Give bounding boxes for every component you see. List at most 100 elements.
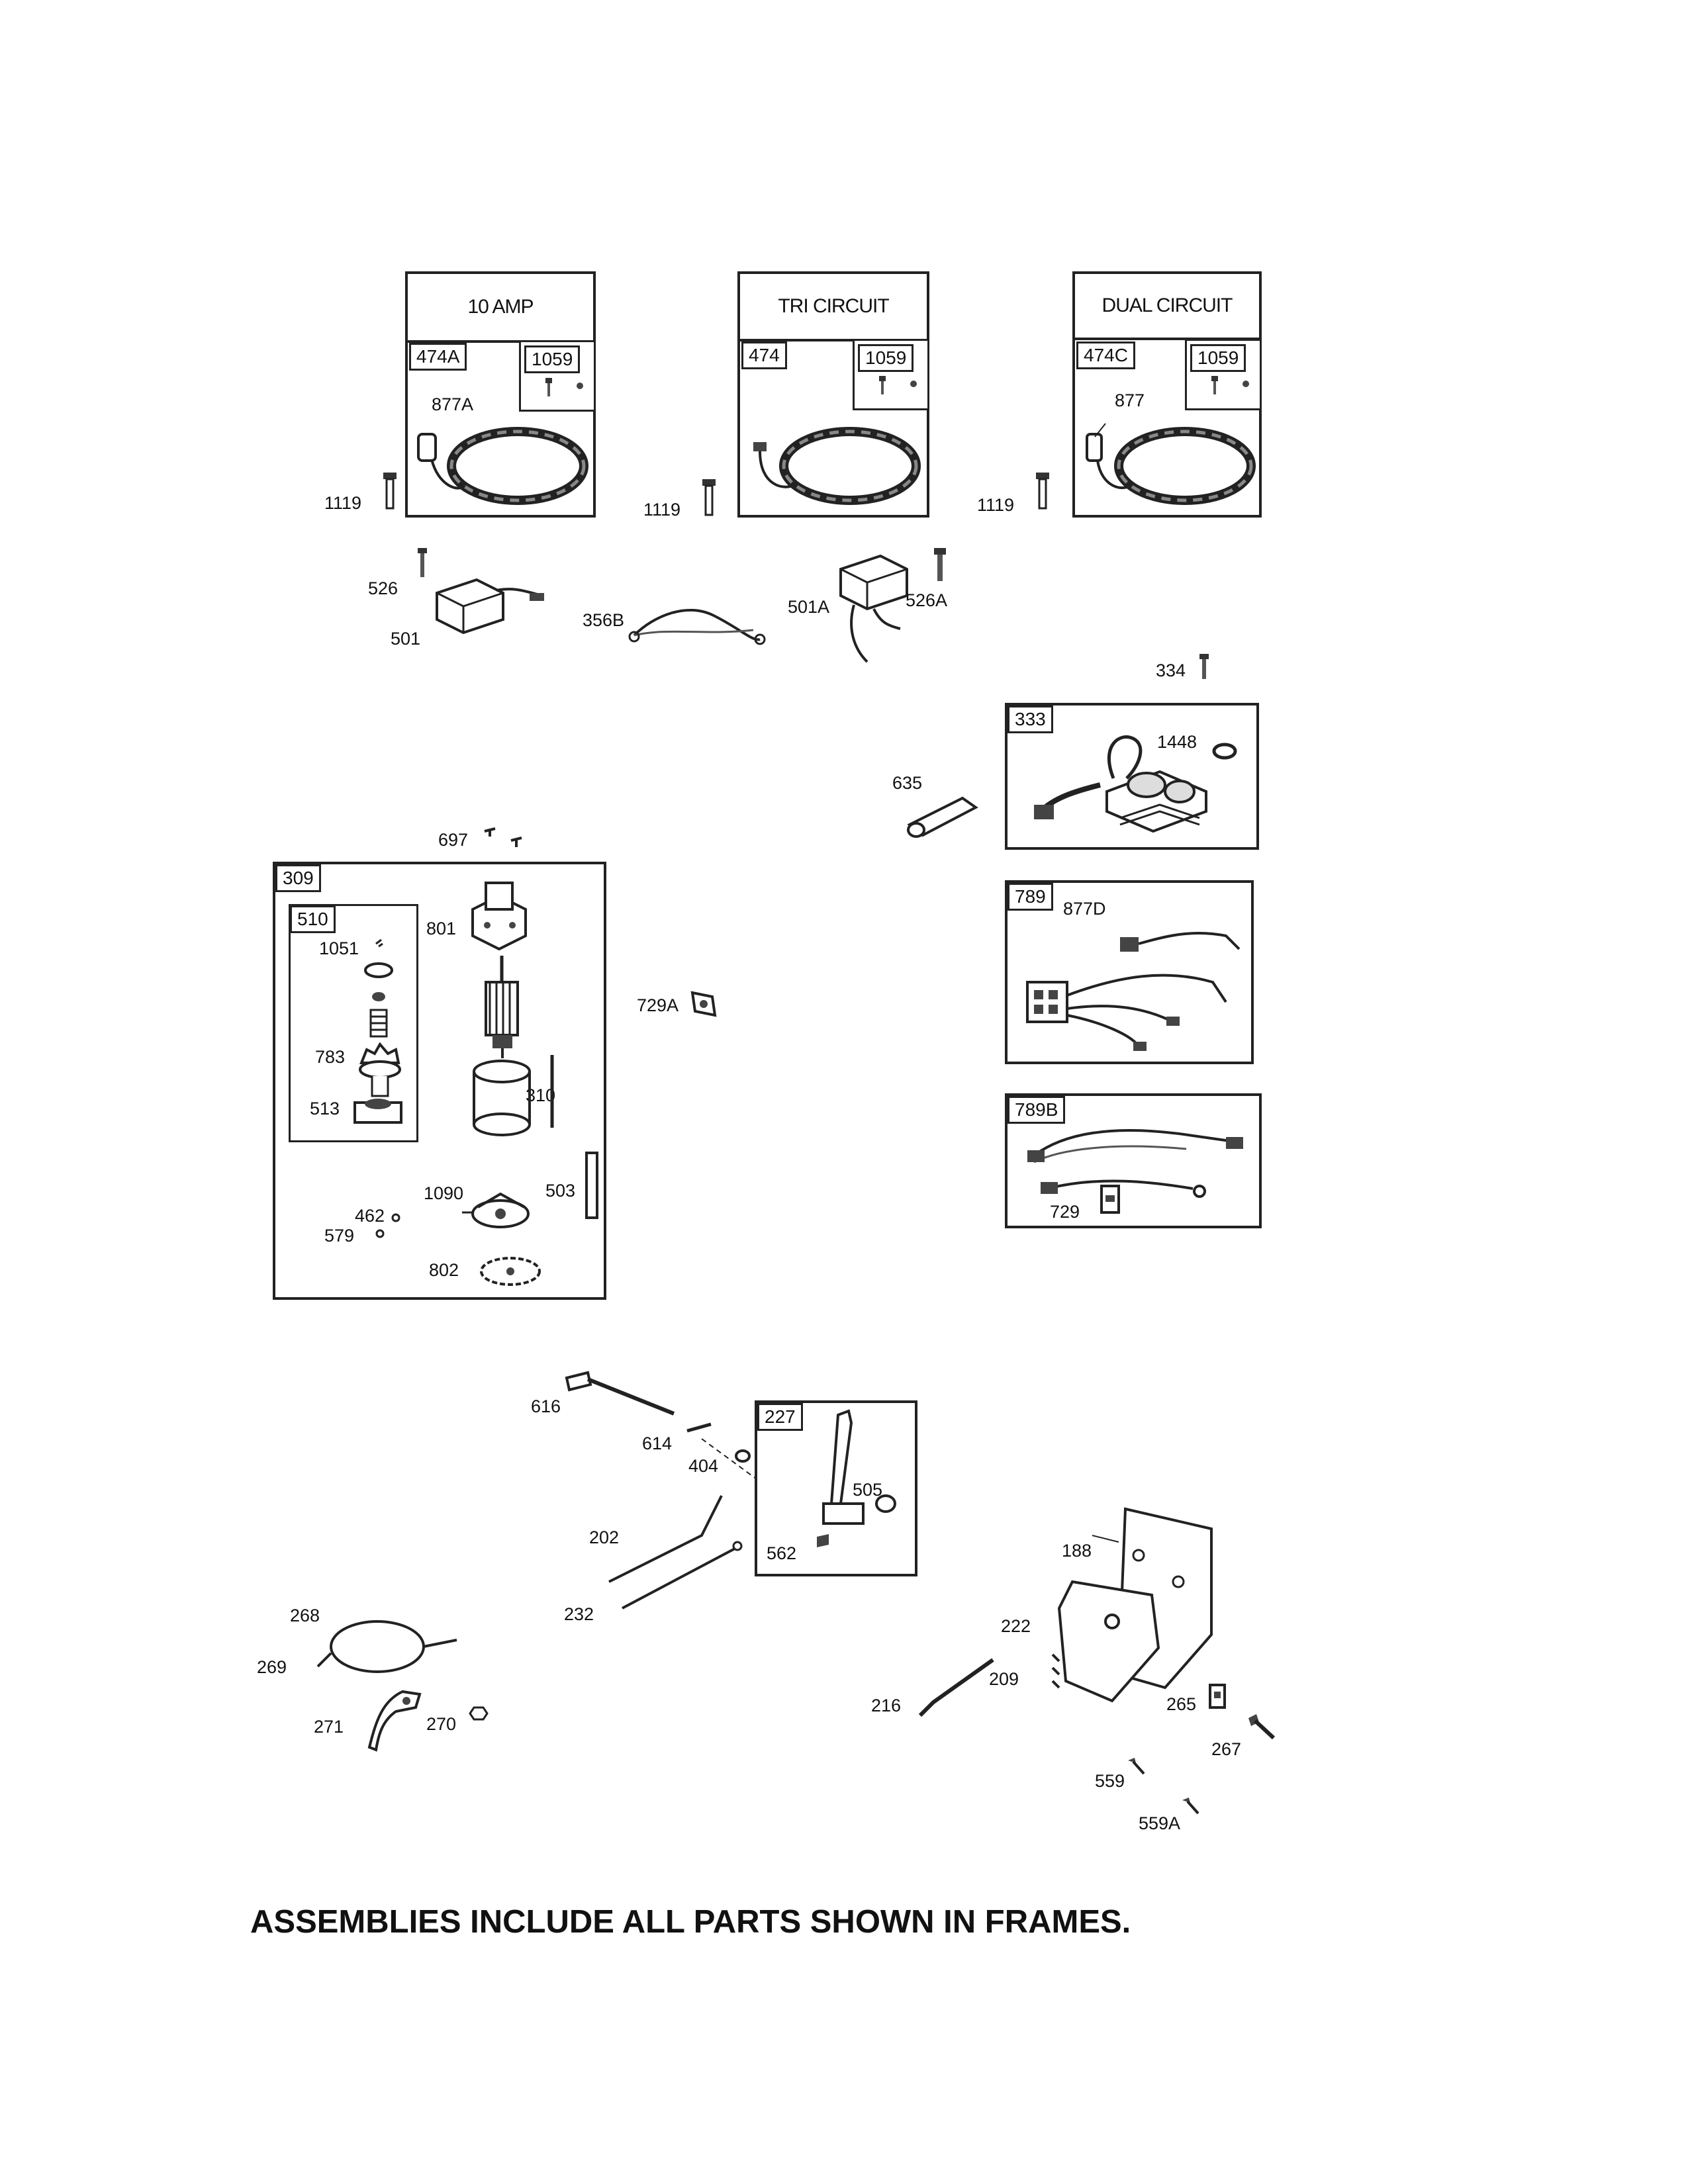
label-697: 697 (438, 830, 469, 850)
bolt-icon (1248, 1714, 1276, 1740)
brush-plate-icon (480, 1257, 541, 1286)
control-bracket-icon (1051, 1507, 1213, 1703)
label-271: 271 (314, 1717, 344, 1737)
hardware-tag: 1059 (524, 345, 581, 373)
label-269: 269 (257, 1657, 287, 1677)
washers-icon (375, 1213, 400, 1238)
label-562: 562 (767, 1543, 797, 1563)
label-1119: 1119 (977, 495, 1015, 515)
washer-label: 1448 (1157, 732, 1197, 752)
bolt-icon (383, 473, 397, 510)
drive-assembly-icon (353, 938, 402, 1124)
label-801: 801 (426, 919, 457, 938)
choke-lever-icon (367, 1690, 422, 1752)
assembly-tag: 474C (1076, 341, 1135, 369)
label-202: 202 (589, 1527, 620, 1547)
cable-icon (628, 609, 766, 645)
assembly-tag: 474A (409, 343, 467, 371)
label-503: 503 (545, 1181, 576, 1201)
stator-coil-icon (1086, 423, 1256, 505)
label-526a: 526A (906, 590, 948, 610)
bolt-icon (702, 479, 716, 516)
frame-dual-circuit: DUAL CIRCUIT 474C 1059 877 (1072, 271, 1262, 518)
spark-plug-boot-icon (907, 796, 978, 838)
label-559a: 559A (1139, 1813, 1181, 1833)
label-216: 216 (871, 1696, 902, 1715)
label-267: 267 (1211, 1739, 1242, 1759)
frame-10-amp: 10 AMP 474A 1059 877A (405, 271, 596, 518)
frame-tag: 333 (1008, 705, 1053, 733)
screw-icon (934, 548, 946, 581)
label-270: 270 (426, 1714, 457, 1734)
label-404: 404 (688, 1456, 719, 1476)
label-268: 268 (290, 1606, 320, 1625)
washer-icon (1212, 743, 1237, 760)
label-614: 614 (642, 1433, 673, 1453)
assembly-tag: 474 (741, 341, 787, 369)
label-462: 462 (355, 1206, 385, 1226)
screw-icon (879, 376, 917, 394)
frame-title: 10 AMP (408, 274, 593, 343)
label-802: 802 (429, 1260, 459, 1280)
hardware-tag: 1059 (858, 344, 914, 372)
regulator-icon (436, 578, 544, 635)
frame-title: TRI CIRCUIT (740, 274, 927, 341)
clip-icon (1100, 1185, 1120, 1214)
screw-icon (1199, 654, 1209, 679)
frame-227: 227 505 562 (755, 1400, 917, 1576)
frame-tag: 309 (275, 864, 321, 892)
frame-tag: 227 (757, 1403, 803, 1431)
nut-icon (469, 1706, 489, 1721)
hardware-tag: 1059 (1190, 344, 1246, 372)
wire-label: 877 (1115, 390, 1145, 410)
label-1051: 1051 (319, 938, 359, 958)
lever-rod-icon (565, 1371, 675, 1416)
screw-icon (545, 378, 583, 396)
label-526: 526 (368, 578, 399, 598)
label-356b: 356B (583, 610, 625, 630)
harness-label: 877D (1063, 899, 1106, 919)
frame-333: 333 1448 (1005, 703, 1259, 850)
label-501: 501 (391, 629, 421, 649)
wire-harness-icon (1027, 1129, 1243, 1198)
label-222: 222 (1001, 1616, 1031, 1636)
frame-tag: 789 (1008, 883, 1053, 911)
frame-789: 789 877D (1005, 880, 1254, 1064)
label-783: 783 (315, 1047, 346, 1067)
label-334: 334 (1156, 660, 1186, 680)
cable-loop-icon (316, 1620, 457, 1673)
frame-tag: 789B (1008, 1096, 1066, 1124)
label-616: 616 (531, 1396, 561, 1416)
label-1090: 1090 (424, 1183, 464, 1203)
link-rod-icon (608, 1495, 723, 1583)
screw-icon (1182, 1797, 1199, 1815)
end-cap-icon (462, 1192, 530, 1228)
frame-309: 309 510 1051 783 513 801 310 503 1090 (273, 862, 606, 1300)
label-1119: 1119 (324, 493, 362, 513)
bolt-icon (1036, 473, 1049, 510)
label-579: 579 (324, 1226, 355, 1246)
stator-coil-icon (753, 427, 921, 505)
screw-icon (418, 548, 427, 577)
throttle-lever-icon (817, 1409, 896, 1547)
starter-motor-icon (471, 882, 554, 1136)
label-513: 513 (310, 1099, 340, 1118)
clip-icon (1209, 1684, 1226, 1709)
label-265: 265 (1166, 1694, 1197, 1714)
label-635: 635 (892, 773, 923, 793)
label-209: 209 (989, 1669, 1019, 1689)
label-1119: 1119 (643, 500, 681, 520)
stator-coil-icon (417, 427, 588, 505)
frame-789b: 789B 729 (1005, 1093, 1262, 1228)
label-232: 232 (564, 1604, 594, 1624)
frame-title: DUAL CIRCUIT (1075, 274, 1259, 340)
pin-and-nut-icon (686, 1422, 762, 1483)
bracket-icon (585, 1152, 598, 1219)
subframe-tag: 510 (290, 905, 336, 933)
label-501a: 501A (788, 597, 830, 617)
label-729a: 729A (637, 995, 679, 1015)
governor-link-icon (918, 1658, 994, 1717)
assemblies-note: ASSEMBLIES INCLUDE ALL PARTS SHOWN IN FR… (250, 1904, 1131, 1940)
screws-icon (484, 827, 522, 847)
